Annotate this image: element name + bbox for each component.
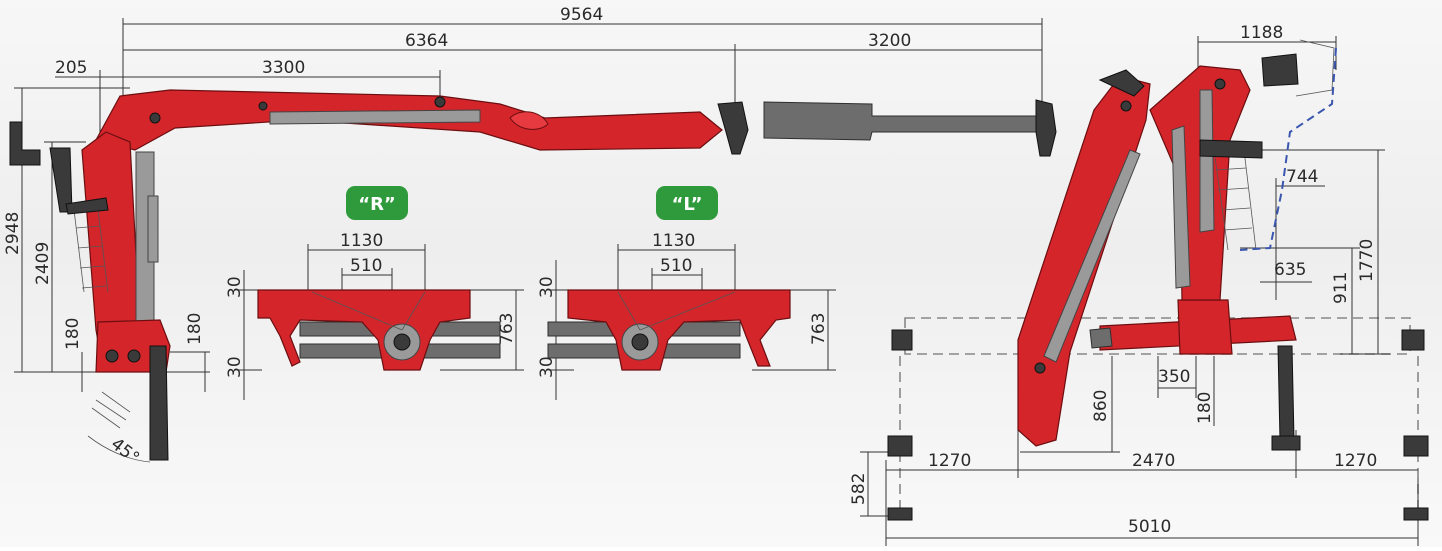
dim-582: 582 [849,473,869,505]
dim-1770: 1770 [1357,239,1377,282]
badge-r-label: “R” [358,194,396,215]
dim-860: 860 [1091,390,1111,422]
dim-180-left: 180 [63,318,83,350]
badge-l-label: “L” [672,194,703,215]
l-base-view [547,244,836,400]
dim-1270-right: 1270 [1334,451,1377,471]
dim-6364: 6364 [405,31,448,51]
crane-side-view [9,18,1057,463]
dim-180-right: 180 [185,313,205,345]
dim-180-front: 180 [1195,392,1215,424]
crane-front-view [860,36,1429,546]
dim-r-30-top: 30 [225,276,245,298]
dim-350: 350 [1158,367,1190,387]
dim-2409: 2409 [33,242,53,285]
dim-1270-left: 1270 [928,451,971,471]
dim-635: 635 [1274,260,1306,280]
dim-3200: 3200 [868,31,911,51]
rotation-angle: 45° [107,434,143,468]
dim-l-1130: 1130 [652,231,695,251]
dim-l-30-bottom: 30 [537,356,557,378]
dim-5010: 5010 [1128,517,1171,537]
dim-r-30-bottom: 30 [225,356,245,378]
dim-911: 911 [1331,272,1351,304]
dim-744: 744 [1286,167,1318,187]
badge-r: “R” [346,186,408,220]
dim-l-510: 510 [660,256,692,276]
dim-2470: 2470 [1132,451,1175,471]
dim-r-763: 763 [497,313,517,345]
dim-r-1130: 1130 [340,231,383,251]
dim-l-763: 763 [809,313,829,345]
dim-3300: 3300 [262,58,305,78]
dim-205: 205 [55,58,87,78]
dim-1188: 1188 [1240,23,1283,43]
dim-l-30-top: 30 [537,276,557,298]
dim-9564: 9564 [560,5,603,25]
badge-l: “L” [656,186,718,220]
r-base-view [238,244,524,400]
dim-r-510: 510 [350,256,382,276]
dim-2948: 2948 [3,212,23,255]
